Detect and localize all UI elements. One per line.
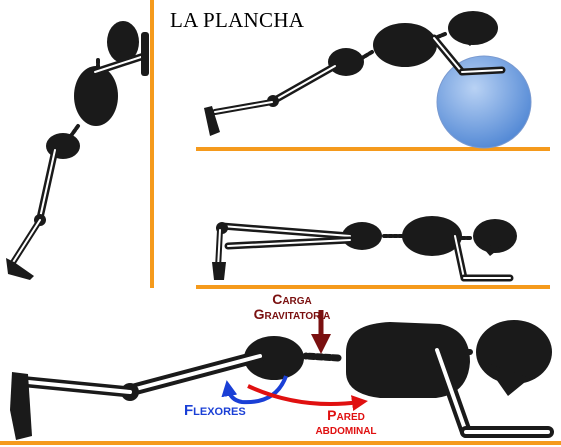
abdominal-wall-label: Pared abdominal <box>300 408 392 436</box>
figure-ball-plank <box>204 11 532 149</box>
figure-knee-plank <box>212 216 517 282</box>
abdominal-wall-label-line2: abdominal <box>315 421 377 437</box>
diagram-title: LA PLANCHA <box>170 8 305 32</box>
floor-main <box>0 441 561 445</box>
abdominal-wall-label-line1: Pared <box>327 407 365 423</box>
flexors-arrow <box>221 375 288 405</box>
exercise-ball <box>436 55 532 149</box>
floor-knees <box>196 285 550 289</box>
figure-wall-plank <box>6 21 149 280</box>
flexors-label: Flexores <box>184 402 246 419</box>
figure-main-plank <box>10 320 554 440</box>
gravity-load-label: Carga Gravitatoria <box>232 292 352 322</box>
floor-ball <box>196 147 550 151</box>
gravity-load-label-line1: Carga <box>272 291 312 307</box>
abdominal-wall-arrow <box>247 384 368 411</box>
wall-line <box>150 0 154 288</box>
gravity-load-label-line2: Gravitatoria <box>253 306 331 322</box>
